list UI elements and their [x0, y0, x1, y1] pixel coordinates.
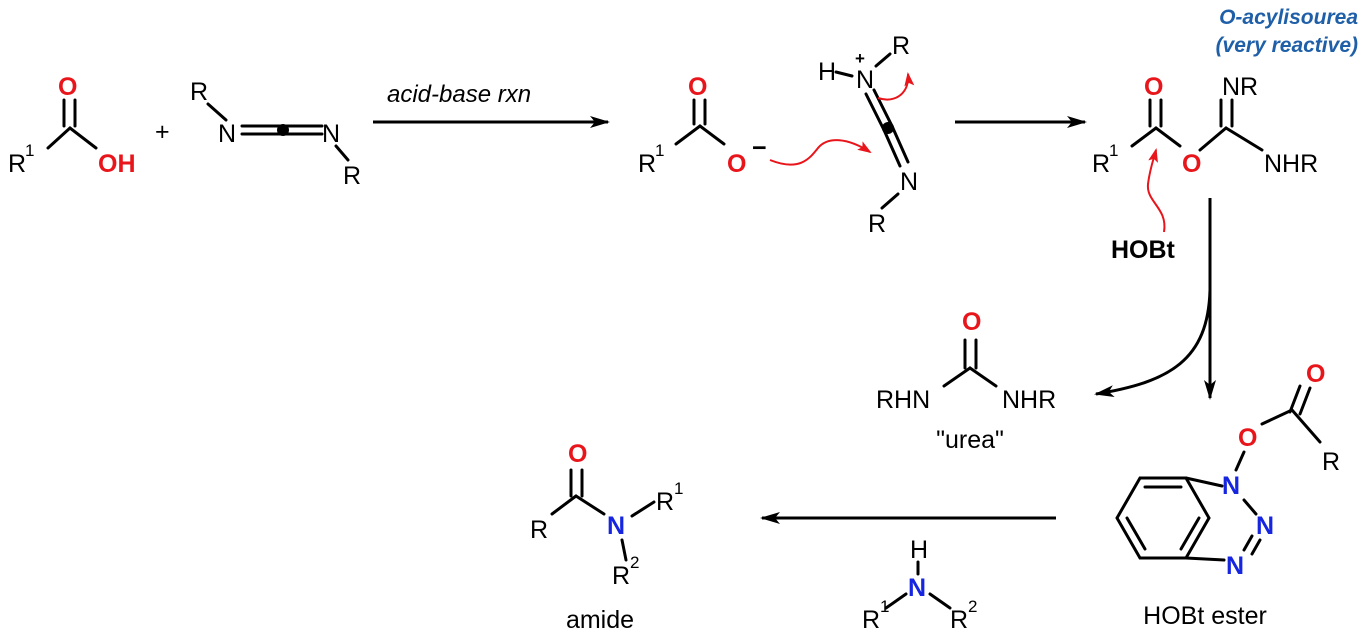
n-top: N	[856, 66, 874, 94]
acid-base-condition: acid-base rxn	[387, 81, 531, 108]
hobt-ester: N N N O O R HOBt ester	[1115, 360, 1340, 630]
isourea-imine-nr: NR	[1222, 73, 1258, 101]
carboxylate: R 1 O O −	[638, 73, 767, 178]
carboxylate-r-label: R	[638, 150, 656, 178]
amine-h: H	[910, 536, 928, 564]
carbodiimide-r-bottom: R	[343, 162, 361, 190]
ester-r-label: R	[1322, 448, 1340, 476]
carbodiimide: R N N R	[190, 78, 361, 190]
carboxylate-oxygen-anion: O	[727, 150, 746, 178]
urea: O RHN NHR "urea"	[876, 308, 1056, 454]
hobt-ester-caption: HOBt ester	[1143, 602, 1267, 630]
carbodiimide-n-right: N	[322, 120, 340, 148]
acid-r-label: R	[8, 150, 26, 178]
triazole-n1: N	[1222, 472, 1240, 500]
amide-r1-superscript: 1	[674, 479, 683, 498]
ester-carbonyl-oxygen: O	[1306, 360, 1325, 388]
amide: O R N R 1 R 2 amide	[530, 440, 683, 634]
electron-shift-arrow	[877, 72, 915, 101]
carbodiimide-r-top: R	[190, 78, 208, 106]
n-positive-charge: +	[855, 49, 865, 68]
hobt-attack-arrow	[1146, 148, 1166, 233]
amide-r2-superscript: 2	[630, 553, 639, 572]
hobt-label: HOBt	[1111, 236, 1176, 264]
carboxylate-oxygen-top: O	[688, 73, 707, 101]
n-bottom: N	[900, 168, 918, 196]
urea-oxygen: O	[962, 308, 981, 336]
acid-r-superscript: 1	[25, 141, 34, 160]
isourea-carbonyl-oxygen: O	[1144, 73, 1163, 101]
isourea-r-superscript: 1	[1109, 141, 1118, 160]
isourea-note-line2: (very reactive)	[1216, 34, 1358, 57]
carboxylate-r-superscript: 1	[655, 141, 664, 160]
protonated-r-bottom: R	[868, 210, 886, 238]
triazole-n2: N	[1256, 512, 1274, 540]
amine-r2-label: R	[950, 606, 968, 634]
urea-release-arrow	[1094, 289, 1212, 398]
amide-n: N	[607, 512, 625, 540]
urea-caption: "urea"	[936, 426, 1004, 454]
plus-sign: +	[155, 118, 170, 146]
protonated-carbodiimide: H N + R N R	[818, 32, 918, 238]
negative-charge: −	[752, 134, 767, 162]
protonated-r-top: R	[892, 32, 910, 60]
amide-r1-label: R	[656, 488, 674, 516]
isourea-note-line1: O-acylisourea	[1219, 6, 1358, 29]
amide-caption: amide	[566, 606, 634, 634]
amine-n: N	[908, 574, 926, 602]
carbodiimide-n-left: N	[218, 120, 236, 148]
acid-hydroxyl: OH	[98, 150, 136, 178]
amide-r2-label: R	[612, 562, 630, 590]
isourea-r-label: R	[1092, 150, 1110, 178]
acid-carbonyl-oxygen: O	[58, 73, 77, 101]
amine: H N R 1 R 2	[862, 536, 977, 634]
amine-r2-superscript: 2	[968, 597, 977, 616]
nucleophilic-attack-arrow	[769, 139, 872, 166]
amide-r-label: R	[530, 516, 548, 544]
o-acylisourea: R 1 O O NR NHR	[1092, 73, 1318, 178]
isourea-ester-oxygen: O	[1182, 150, 1201, 178]
triazole-n3: N	[1226, 552, 1244, 580]
carboxylic-acid: R 1 O OH	[8, 73, 136, 178]
proton-h: H	[818, 58, 836, 86]
urea-left-nhr: RHN	[876, 386, 930, 414]
ester-link-oxygen: O	[1238, 424, 1257, 452]
amide-oxygen: O	[568, 440, 587, 468]
isourea-nhr: NHR	[1264, 150, 1318, 178]
urea-right-nhr: NHR	[1002, 386, 1056, 414]
amine-r1-superscript: 1	[880, 597, 889, 616]
amine-r1-label: R	[862, 606, 880, 634]
